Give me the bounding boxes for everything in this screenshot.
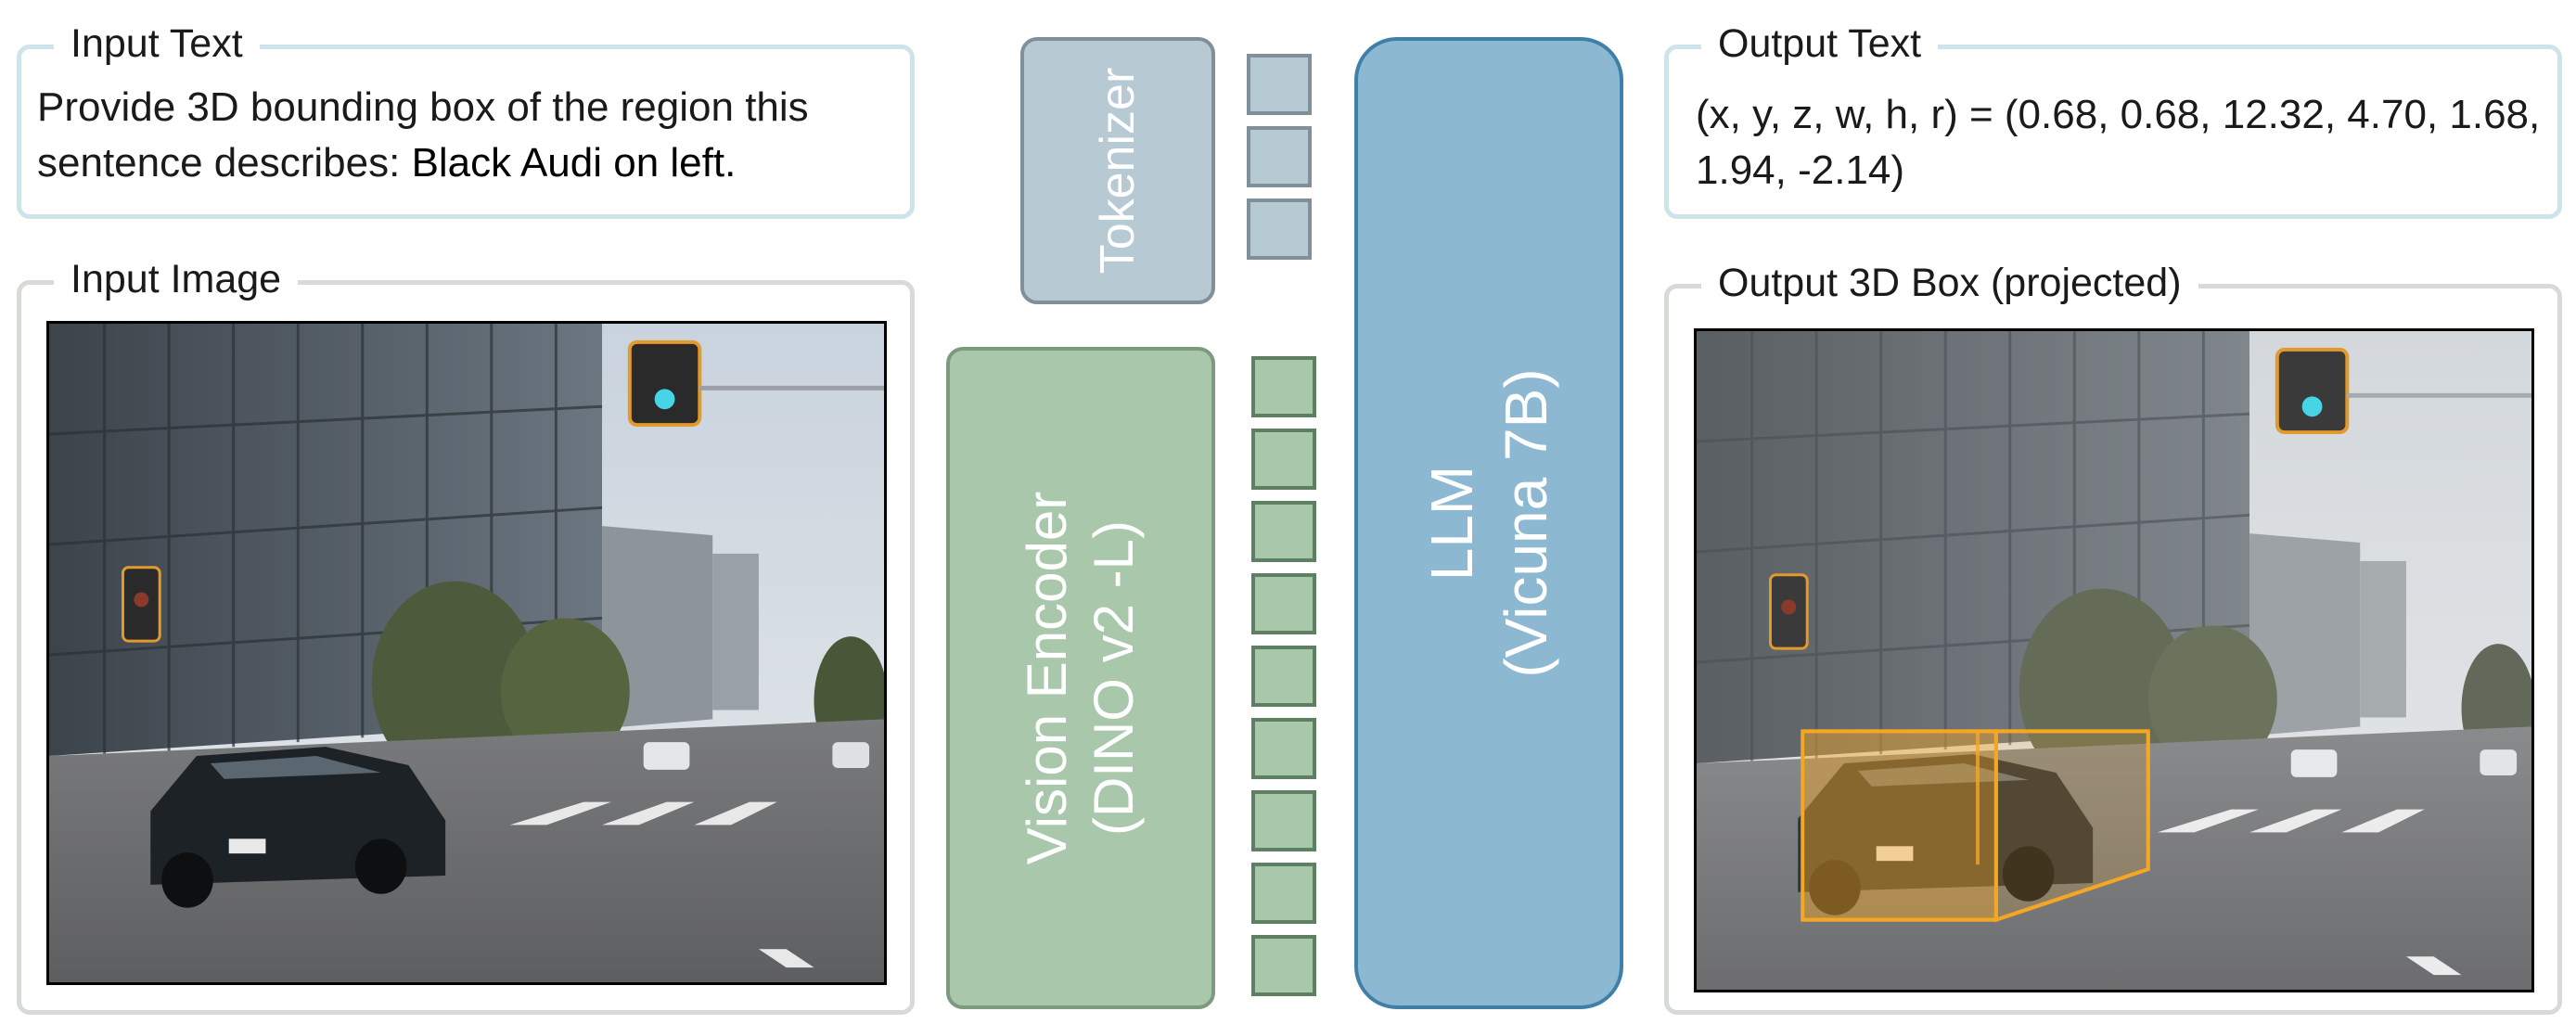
- image-token: [1251, 718, 1316, 779]
- tokenizer-block: Tokenizer: [1020, 37, 1215, 304]
- input-text-panel: [17, 45, 915, 219]
- llm-model: (Vicuna 7B): [1493, 368, 1559, 678]
- projected-3d-box: [1801, 729, 2150, 923]
- vision-encoder-model: (DINO v2 -L): [1083, 519, 1145, 837]
- input-text-title: Input Text: [54, 20, 260, 67]
- input-text-query: Black Audi on left.: [411, 140, 737, 186]
- traffic-light-left: [1768, 573, 1809, 650]
- traffic-light-top: [627, 339, 884, 428]
- vision-encoder-label: Vision Encoder (DINO v2 -L): [1014, 492, 1147, 864]
- llm-label: LLM (Vicuna 7B): [1415, 368, 1563, 677]
- tokenizer-label: Tokenizer: [1091, 67, 1145, 275]
- image-token: [1251, 356, 1316, 417]
- street-scene-with-box: [1697, 331, 2531, 990]
- text-token: [1247, 54, 1312, 115]
- image-token: [1251, 501, 1316, 562]
- traffic-light-top: [2275, 347, 2531, 435]
- output-box-title: Output 3D Box (projected): [1701, 260, 2198, 306]
- vision-encoder-name: Vision Encoder: [1016, 491, 1078, 865]
- input-image-panel: [17, 280, 915, 1015]
- output-text-panel: [1664, 45, 2562, 219]
- text-token: [1247, 198, 1312, 260]
- image-token: [1251, 790, 1316, 851]
- vision-encoder-block: Vision Encoder (DINO v2 -L): [946, 347, 1215, 1009]
- image-token: [1251, 935, 1316, 996]
- input-text-prompt: Provide 3D bounding box of the region th…: [37, 84, 809, 186]
- output-image: [1694, 328, 2534, 992]
- traffic-light-left: [121, 566, 161, 643]
- text-token: [1247, 126, 1312, 187]
- image-token: [1251, 429, 1316, 490]
- input-image: [46, 321, 887, 985]
- llm-block: LLM (Vicuna 7B): [1354, 37, 1623, 1009]
- input-text-content: Provide 3D bounding box of the region th…: [37, 80, 909, 191]
- image-token: [1251, 646, 1316, 707]
- output-text-content: (x, y, z, w, h, r) = (0.68, 0.68, 12.32,…: [1696, 92, 2541, 193]
- black-audi: [1798, 754, 2094, 915]
- llm-name: LLM: [1418, 465, 1485, 582]
- input-image-title: Input Image: [54, 256, 299, 302]
- black-audi: [150, 747, 446, 908]
- image-token: [1251, 863, 1316, 924]
- output-text-title: Output Text: [1701, 20, 1939, 67]
- image-token: [1251, 573, 1316, 634]
- street-scene-image: [49, 324, 884, 982]
